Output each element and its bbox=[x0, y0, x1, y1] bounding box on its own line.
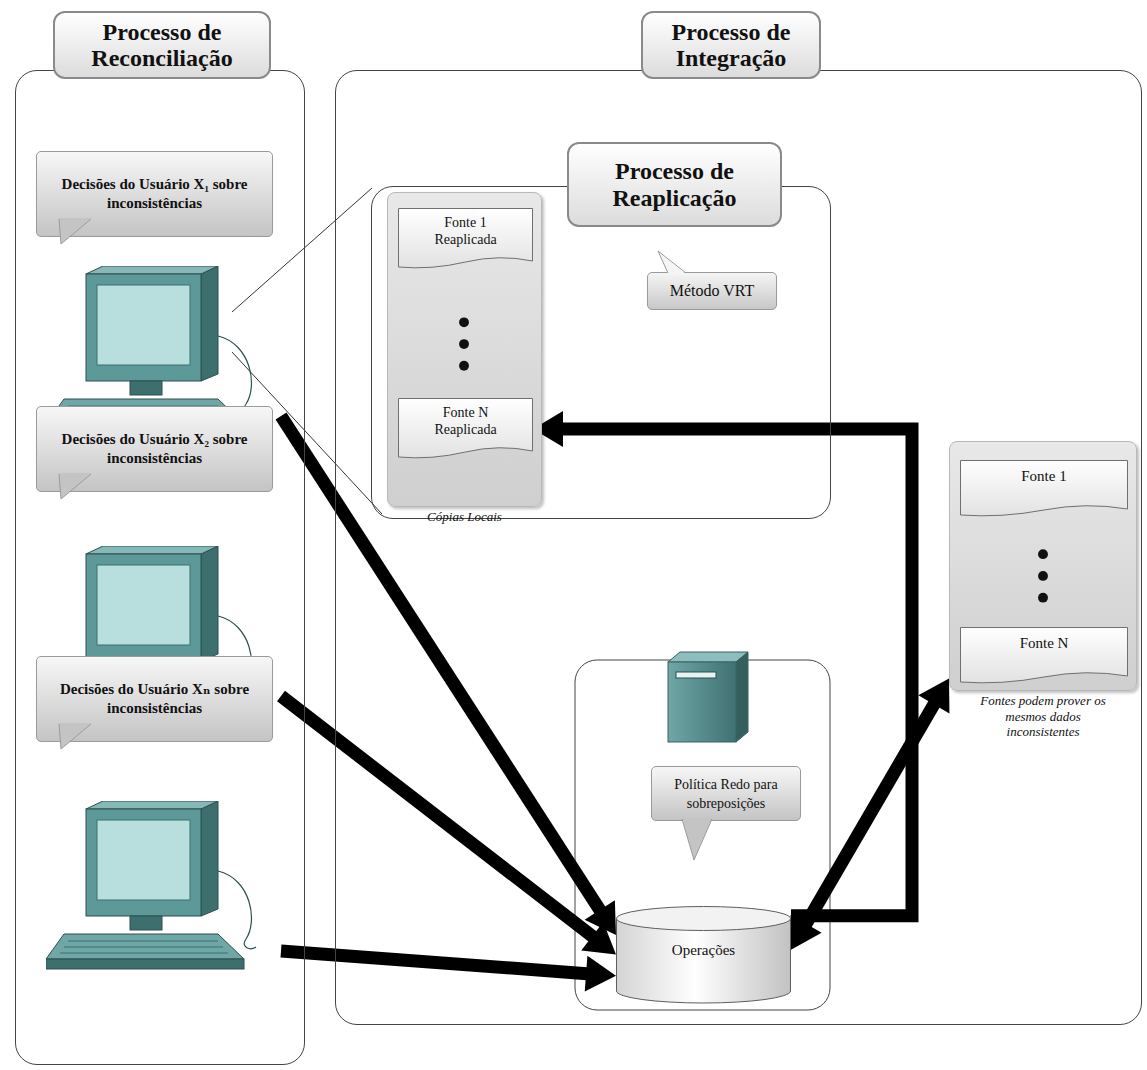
monitor-top bbox=[86, 801, 218, 809]
dot bbox=[1038, 549, 1048, 559]
dot bbox=[459, 361, 469, 371]
tail-fill bbox=[59, 473, 91, 499]
callout-tail bbox=[55, 473, 95, 517]
dot bbox=[459, 339, 469, 349]
monitor-front bbox=[86, 274, 201, 381]
monitor-screen bbox=[97, 285, 190, 365]
document-text: Fonte N Reaplicada bbox=[420, 398, 512, 439]
tail-fill bbox=[59, 218, 91, 244]
document-outline bbox=[961, 628, 1128, 683]
document-shape: Fonte N bbox=[960, 627, 1128, 685]
arrow-line bbox=[804, 701, 936, 927]
tail-fill bbox=[658, 251, 686, 274]
monitor-screen bbox=[97, 565, 190, 645]
document-text: Fonte 1 bbox=[974, 460, 1114, 485]
dot bbox=[1038, 571, 1048, 581]
cable bbox=[218, 336, 256, 414]
decision-text: Decisões do Usuário X₂ sobre inconsistên… bbox=[47, 430, 262, 468]
user-station: Decisões do Usuário Xₙ sobre inconsistên… bbox=[36, 656, 281, 976]
keyboard-row bbox=[64, 947, 223, 948]
monitor-side bbox=[201, 801, 218, 916]
callout-text: Política Redo para sobreposições bbox=[674, 777, 777, 811]
document-outline bbox=[961, 461, 1128, 516]
document-text: Fonte N bbox=[974, 627, 1114, 652]
process-title: Processo de Reconciliação bbox=[53, 11, 271, 79]
document-shape: Fonte 1 bbox=[960, 460, 1128, 518]
process-title: Processo de Integração bbox=[641, 11, 821, 79]
tail-edge bbox=[59, 474, 91, 499]
title-text: Processo de Reconciliação bbox=[65, 19, 259, 72]
arrow-line bbox=[281, 696, 595, 939]
speech-bubble: Decisões do Usuário Xₙ sobre inconsistên… bbox=[36, 656, 273, 742]
monitor-front bbox=[86, 809, 201, 916]
process-title: Processo de Reaplicação bbox=[567, 142, 782, 227]
tail-fill bbox=[682, 818, 712, 860]
keyboard-row bbox=[60, 953, 228, 954]
flow-arrow bbox=[791, 679, 950, 950]
group-caption: Cópias Locais bbox=[388, 506, 541, 525]
computer-icon bbox=[46, 801, 261, 976]
document-shape: Fonte 1 Reaplicada bbox=[398, 208, 533, 270]
monitor-screen bbox=[97, 820, 190, 900]
monitor-top bbox=[86, 266, 218, 274]
cable bbox=[218, 871, 256, 949]
decision-text: Decisões do Usuário X₁ sobre inconsistên… bbox=[47, 175, 262, 213]
database-text: Operações bbox=[616, 906, 791, 959]
callout-text: Método VRT bbox=[670, 282, 755, 299]
document-outline bbox=[399, 399, 533, 458]
monitor-top bbox=[86, 546, 218, 554]
monitor-side bbox=[201, 546, 218, 661]
process-region: Processo de ReaplicaçãoCópias LocaisFont… bbox=[371, 186, 831, 519]
tail-edge bbox=[682, 819, 712, 860]
dot bbox=[1038, 593, 1048, 603]
monitor-neck bbox=[130, 916, 162, 930]
speech-bubble: Política Redo para sobreposições bbox=[651, 766, 801, 821]
server-box bbox=[575, 660, 830, 1010]
tail-fill bbox=[59, 723, 91, 749]
source-group: Fontes podem prover os mesmos dados inco… bbox=[949, 441, 1137, 691]
flow-arrow bbox=[281, 951, 616, 992]
user-station: Decisões do Usuário X₁ sobre inconsistên… bbox=[36, 151, 281, 441]
monitor-side bbox=[201, 266, 218, 381]
callout-tail bbox=[674, 818, 714, 862]
tail-edge bbox=[59, 219, 91, 244]
cylinder-top bbox=[617, 907, 791, 931]
speech-bubble: Decisões do Usuário X₂ sobre inconsistên… bbox=[36, 406, 273, 492]
monitor-front bbox=[86, 554, 201, 661]
speech-bubble: Decisões do Usuário X₁ sobre inconsistên… bbox=[36, 151, 273, 237]
title-text: Processo de Reaplicação bbox=[579, 158, 770, 211]
flow-arrow bbox=[281, 696, 616, 955]
document-text: Fonte 1 Reaplicada bbox=[420, 208, 512, 249]
keyboard-front bbox=[46, 959, 244, 969]
speech-bubble: Método VRT bbox=[647, 272, 777, 310]
monitor-neck bbox=[130, 381, 162, 395]
keyboard-row bbox=[68, 941, 218, 942]
decision-text: Decisões do Usuário Xₙ sobre inconsistên… bbox=[47, 680, 262, 718]
callout-tail bbox=[55, 723, 95, 767]
process-region: Processo de ReconciliaçãoDecisões do Usu… bbox=[15, 70, 305, 1065]
process-region: Processo de IntegraçãoProcesso de Reapli… bbox=[335, 70, 1142, 1025]
database-cylinder: Operações bbox=[616, 906, 791, 1003]
dot bbox=[459, 317, 469, 327]
document-shape: Fonte N Reaplicada bbox=[398, 398, 533, 460]
keyboard-top bbox=[46, 934, 244, 959]
tail-edge bbox=[59, 724, 91, 749]
group-caption: Fontes podem prover os mesmos dados inco… bbox=[950, 690, 1136, 740]
document-outline bbox=[399, 209, 533, 268]
title-text: Processo de Integração bbox=[653, 19, 809, 72]
tail-edge bbox=[658, 251, 686, 273]
arrow-line bbox=[281, 951, 590, 974]
source-group: Cópias LocaisFonte 1 ReaplicadaFonte N R… bbox=[387, 192, 542, 507]
server-icon bbox=[668, 652, 748, 742]
callout-tail bbox=[55, 218, 95, 262]
